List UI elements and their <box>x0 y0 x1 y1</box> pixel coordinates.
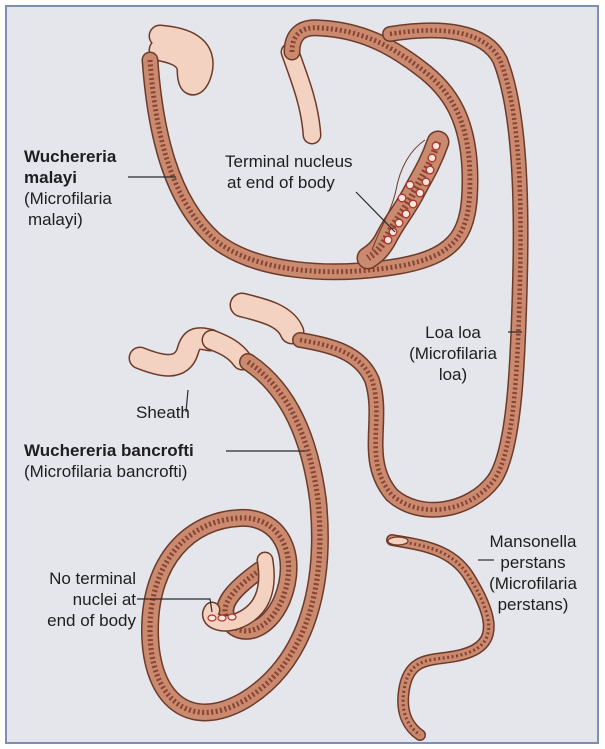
terminal-nucleus-dot <box>384 236 392 244</box>
mansonella-perstans-line2: perstans <box>478 552 588 573</box>
no-terminal-nuclei-line1: No terminal <box>20 568 136 589</box>
bancrofti-tail-nucleus <box>228 614 236 620</box>
terminal-nucleus-dot <box>432 142 440 150</box>
mansonella-head <box>388 537 408 545</box>
terminal-nucleus-dot <box>416 189 424 197</box>
wuchereria-bancrofti-sub: (Microfilaria bancrofti) <box>24 461 194 482</box>
terminal-nucleus-dot <box>395 219 403 227</box>
mansonella-perstans-line3: (Microfilaria <box>478 573 588 594</box>
wuchereria-malayi-name-line2: malayi <box>24 167 116 188</box>
label-wuchereria-malayi: Wuchereria malayi (Microfilaria malayi) <box>24 146 116 230</box>
terminal-nucleus-dot <box>426 166 434 174</box>
loa-loa-line3: loa) <box>403 364 503 385</box>
bancrofti-tail-nucleus <box>208 615 216 621</box>
terminal-nucleus-dot <box>406 181 414 189</box>
mansonella-perstans-line4: perstans) <box>478 594 588 615</box>
terminal-nucleus-dot <box>398 194 406 202</box>
wuchereria-malayi-sub-line1: (Microfilaria <box>24 188 116 209</box>
terminal-nucleus-line1: Terminal nucleus <box>225 151 353 172</box>
wuchereria-malayi-sub-line2: malayi) <box>24 209 116 230</box>
wuchereria-malayi-name-line1: Wuchereria <box>24 146 116 167</box>
wuchereria-bancrofti-name: Wuchereria bancrofti <box>24 440 194 461</box>
no-terminal-nuclei-line2: nuclei at <box>20 589 136 610</box>
terminal-nucleus-dot <box>422 178 430 186</box>
terminal-nucleus-line2: at end of body <box>225 172 353 193</box>
label-terminal-nucleus: Terminal nucleus at end of body <box>225 151 353 193</box>
loa-loa-line2: (Microfilaria <box>403 343 503 364</box>
label-loa-loa: Loa loa (Microfilaria loa) <box>403 322 503 385</box>
mansonella-perstans-line1: Mansonella <box>478 531 588 552</box>
terminal-nucleus-dot <box>409 200 417 208</box>
label-wuchereria-bancrofti: Wuchereria bancrofti (Microfilaria bancr… <box>24 440 194 482</box>
label-sheath: Sheath <box>136 402 190 423</box>
no-terminal-nuclei-line3: end of body <box>20 610 136 631</box>
label-no-terminal-nuclei: No terminal nuclei at end of body <box>20 568 136 631</box>
loa-loa-line1: Loa loa <box>403 322 503 343</box>
bancrofti-tail-nucleus <box>218 615 226 621</box>
label-mansonella-perstans: Mansonella perstans (Microfilaria persta… <box>478 531 588 615</box>
terminal-nucleus-dot <box>402 210 410 218</box>
terminal-nucleus-dot <box>428 154 436 162</box>
